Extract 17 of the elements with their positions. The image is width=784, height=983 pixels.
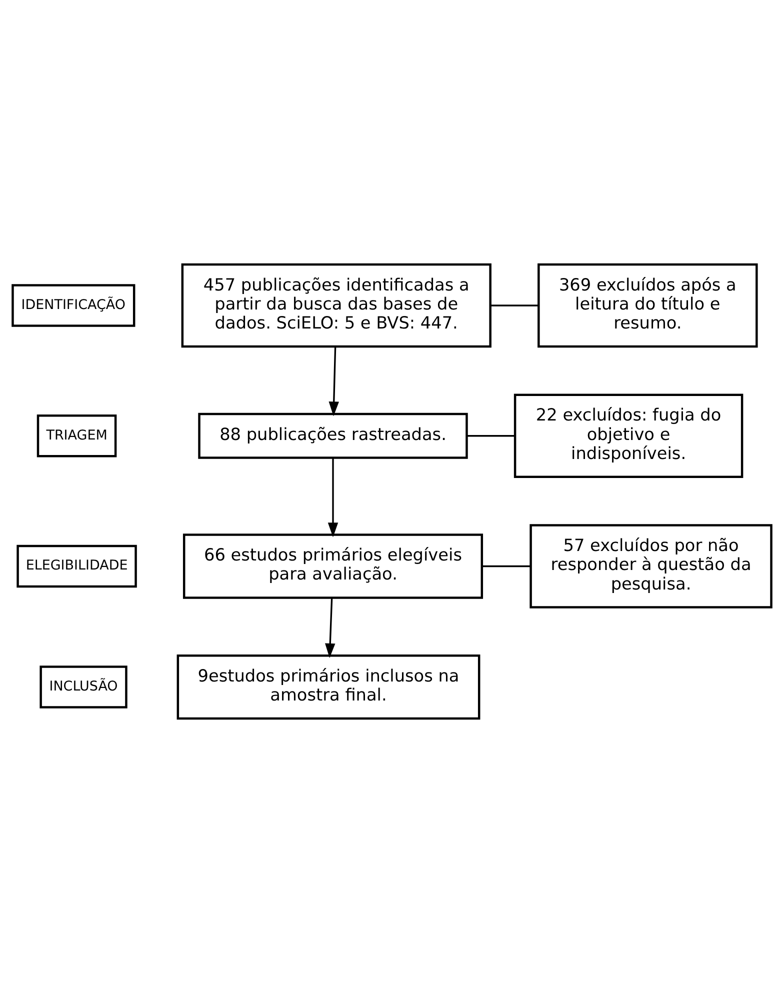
node-box: INCLUSÃO: [40, 666, 128, 708]
arrow: [325, 598, 336, 658]
node-box: 369 excluídos após a leitura do título e resumo.: [538, 263, 758, 348]
connector: [466, 435, 515, 437]
arrow: [328, 458, 338, 538]
node-box: TRIAGEM: [36, 414, 117, 458]
node-box: 457 publicações identificadas a partir da busca das bases de dados. SciELO: 5 e BVS: 447.: [181, 263, 492, 348]
node-box: 66 estudos primários elegíveis para avaliação.: [182, 534, 484, 599]
arrow: [328, 346, 339, 416]
node-box: 57 excluídos por não responder à questão da pesquisa.: [530, 524, 772, 608]
node-box: 88 publicações rastreadas.: [198, 412, 468, 459]
node-box: IDENTIFICAÇÃO: [12, 284, 136, 327]
node-box: 9estudos primários inclusos na amostra final.: [176, 654, 480, 720]
connector: [490, 304, 538, 306]
node-box: ELEGIBILIDADE: [16, 544, 137, 588]
connector: [482, 565, 531, 568]
node-box: 22 excluídos: fugia do objetivo e indisponíveis.: [514, 394, 744, 478]
